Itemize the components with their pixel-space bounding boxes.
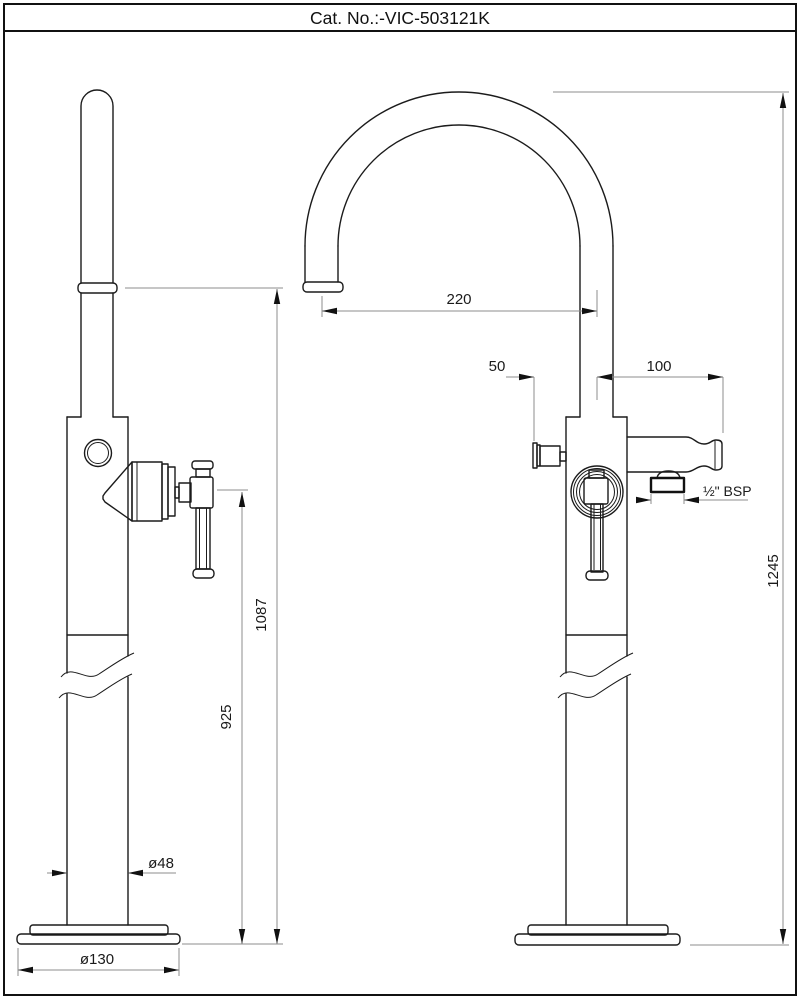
handle-ring-3 xyxy=(576,471,618,513)
handle-tab-front xyxy=(588,469,605,479)
break-line-upper-front xyxy=(559,652,634,678)
dim-spout-height: 1087 xyxy=(125,287,283,944)
spout-drop xyxy=(304,245,339,283)
handle-ring-2 xyxy=(573,468,621,516)
dim-label-spout-height: 1087 xyxy=(253,598,270,631)
dim-column-diameter: ø48 xyxy=(47,855,176,877)
valve-ring-1 xyxy=(161,463,169,520)
break-line-lower-front xyxy=(557,673,632,699)
diverter-button-inner xyxy=(87,442,109,464)
handle-lever-front-ribs xyxy=(593,504,601,570)
riser-pipe-front xyxy=(579,245,614,418)
handle-lever-ribs xyxy=(199,508,207,569)
riser-pipe-side xyxy=(80,292,114,418)
handle-lever-front xyxy=(590,503,604,573)
bsp-fitting-nut xyxy=(649,476,686,494)
handle-cap-side xyxy=(191,460,214,470)
diverter-button-outer xyxy=(83,438,113,468)
column-sides-lower-front xyxy=(565,676,628,926)
handle-hub-side xyxy=(189,476,214,509)
dim-label-outlet-length: 100 xyxy=(646,358,671,375)
handle-lever-end-front xyxy=(585,570,609,581)
side-view xyxy=(16,89,215,945)
dim-label-spout-reach: 220 xyxy=(446,291,471,308)
spout-arch-inner xyxy=(337,124,581,247)
base-upper-step-side xyxy=(29,924,169,936)
handle-lever-end-side xyxy=(192,568,215,579)
handle-neck-side xyxy=(195,468,211,478)
base-lower-step-side xyxy=(16,933,181,945)
handle-ring-4 xyxy=(579,474,615,510)
diverter-stem xyxy=(559,451,567,462)
break-line-upper xyxy=(60,652,135,678)
shower-holder-outlet xyxy=(626,436,723,473)
front-view xyxy=(302,91,723,946)
dim-base-diameter: ø130 xyxy=(17,948,180,976)
page-border xyxy=(3,3,797,996)
spout-arch-outer xyxy=(304,91,614,247)
diverter-knob-body xyxy=(539,445,561,467)
catalog-number: Cat. No.:-VIC-503121K xyxy=(310,8,490,28)
handle-lever-side xyxy=(195,507,211,570)
bsp-fitting-dome xyxy=(656,470,681,479)
valve-stem xyxy=(178,482,192,503)
base-lower-step-front xyxy=(514,933,681,946)
valve-ring-2 xyxy=(167,466,176,517)
dim-label-thread-size: ½" BSP xyxy=(703,483,752,499)
handle-knob-front xyxy=(583,477,609,505)
dim-label-overall-height: 1245 xyxy=(765,554,782,587)
dim-label-base-diameter: ø130 xyxy=(80,951,114,968)
column-sides-lower xyxy=(66,676,129,926)
dim-label-handle-height: 925 xyxy=(218,704,235,729)
dim-label-diverter-offset: 50 xyxy=(489,358,506,375)
dim-outlet-length: 100 xyxy=(596,358,724,433)
spout-flange-side xyxy=(77,282,118,294)
dim-diverter-offset: 50 xyxy=(489,358,535,441)
spout-pipe-side xyxy=(80,89,114,284)
dim-label-column-diameter: ø48 xyxy=(148,855,174,872)
base-upper-step-front xyxy=(527,924,669,936)
spout-outlet-flange xyxy=(302,281,344,293)
handle-ring-1 xyxy=(570,465,624,519)
dim-thread-size: ½" BSP xyxy=(636,483,752,504)
dim-spout-reach: 220 xyxy=(321,290,598,317)
body-sides-upper xyxy=(66,416,129,674)
dim-overall-height: 1245 xyxy=(553,91,789,946)
dim-handle-height: 925 xyxy=(182,489,283,945)
break-line-lower xyxy=(58,673,133,699)
